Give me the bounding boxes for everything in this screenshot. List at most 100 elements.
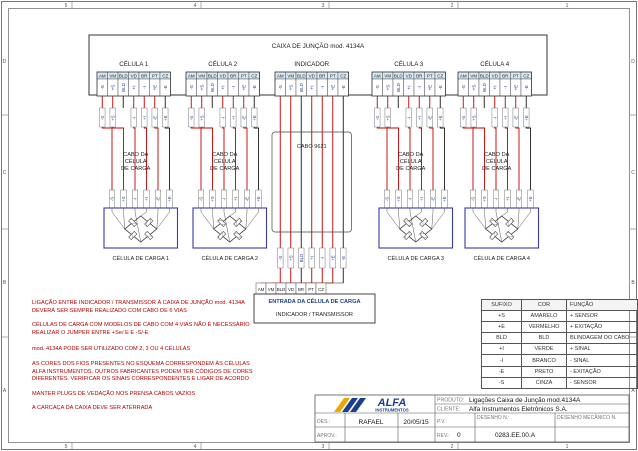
- col-label-top: 4: [194, 3, 197, 9]
- desenho-n-label: DESENHO N.:: [477, 415, 510, 421]
- terminal-signal-label: +I: [131, 86, 136, 90]
- terminal-code: CZ: [437, 73, 443, 78]
- wire-tag: [491, 107, 498, 128]
- bridge-lead: [415, 208, 422, 217]
- terminal-code: VD: [309, 73, 316, 78]
- terminal-signal-label: -E: [252, 85, 257, 90]
- row-label-right: D: [631, 59, 635, 65]
- bridge-lead: [212, 208, 214, 230]
- terminal-signal-label: +E: [427, 85, 432, 91]
- cable-label: CÉLULA: [214, 158, 236, 165]
- cable-sheath: [271, 131, 352, 233]
- terminal-signal-label: -S: [189, 85, 194, 90]
- cable-label: CÉLULA: [486, 158, 508, 165]
- col-label-bottom: 1: [566, 444, 569, 450]
- terminal-group-label: CÉLULA 1: [119, 61, 148, 68]
- wire-tag-label: -I: [406, 117, 411, 120]
- cable-label: DE CARGA: [121, 166, 150, 172]
- wire-tag: [198, 107, 205, 128]
- legend-suffix: +E: [481, 321, 522, 334]
- legend-function: - EXITAÇÃO: [566, 365, 638, 378]
- terminal-signal-label: BLD: [210, 82, 215, 92]
- legend-function: + SINAL: [566, 343, 638, 356]
- wire-tag: [426, 107, 433, 128]
- terminal-code: BLD: [297, 73, 307, 78]
- terminal-code: BLD: [119, 73, 129, 78]
- bridge-lead: [229, 208, 236, 217]
- rev-label: REV.:: [437, 433, 450, 439]
- wire-tag-label: -S: [189, 116, 194, 120]
- terminal-signal-label: -I: [231, 86, 236, 89]
- strain-gauge-resistor: [144, 231, 154, 240]
- bridge-lead: [223, 208, 230, 243]
- terminal-block-outline: [457, 71, 532, 97]
- cable-label: DE CARGA: [210, 166, 239, 172]
- bridge-lead: [495, 208, 502, 243]
- load-cell-label: CÉLULA DE CARGA 2: [201, 255, 258, 262]
- load-cells: [103, 207, 540, 249]
- terminal-code: BR: [416, 73, 423, 78]
- row-label-left: C: [3, 170, 7, 176]
- input-wire-label: BLD: [299, 254, 304, 262]
- cable-label: CABO DA: [398, 152, 423, 158]
- note-1: LIGAÇÃO ENTRE INDICADOR / TRANSMISSOR À …: [32, 300, 245, 314]
- bridge-lead: [431, 208, 434, 230]
- produto-label: PRODUTO:: [437, 398, 464, 404]
- wire-tag: [219, 107, 226, 128]
- des-label: DES.:: [317, 419, 330, 425]
- wire-tag-label: -S: [461, 116, 466, 120]
- legend-suffix: +I: [481, 343, 522, 356]
- legend-color: CINZA: [521, 376, 567, 389]
- cable-label: DE CARGA: [396, 166, 425, 172]
- note-4: AS CORES DOS FIOS PRESENTES NO ESQUEMA C…: [32, 360, 253, 383]
- title-block: ALFA INSTRUMENTOS PRODUTO: Ligações Caix…: [314, 394, 630, 443]
- wire-tag: [384, 107, 391, 128]
- input-box-subtitle: INDICADOR / TRANSMISSOR: [276, 312, 353, 318]
- pv-label: P.V.:: [437, 419, 447, 425]
- terminal-signal-label: -E: [341, 85, 346, 90]
- wire-tag-label: -E: [152, 116, 157, 120]
- date-value: 20/05/15: [403, 419, 429, 426]
- load-cell-label: CÉLULA DE CARGA 4: [473, 255, 530, 262]
- load-cell-label: CÉLULA DE CARGA 3: [387, 255, 444, 262]
- terminal-code: VD: [131, 73, 138, 78]
- legend-suffix: BLD: [481, 332, 522, 345]
- terminal-signal-label: -E: [438, 85, 443, 90]
- wire-tag-label: +S: [471, 115, 476, 121]
- strain-gauge-resistor: [128, 231, 138, 240]
- des-value: RAFAEL: [359, 419, 384, 426]
- terminal-code: BR: [319, 73, 326, 78]
- col-label-bottom: 5: [65, 444, 68, 450]
- terminal-signal-label: +I: [220, 86, 225, 90]
- cell-wire-tag-label: +I: [505, 197, 510, 201]
- wire-tag-label: +I: [503, 116, 508, 120]
- note-2: CÉLULAS DE CARGA COM MODELOS DE CABO COM…: [32, 322, 250, 336]
- aprov-label: APROV.:: [317, 433, 337, 439]
- col-label-top: 2: [451, 3, 454, 9]
- terminal-signal-label: +E: [152, 85, 157, 91]
- note-6: A CARCAÇA DA CAIXA DEVE SER ATERRADA: [32, 405, 153, 412]
- terminal-signal-label: -E: [163, 85, 168, 90]
- terminal-code: PT: [427, 73, 433, 78]
- wire-tag-label: +S: [110, 115, 115, 121]
- input-wire-label: +E: [330, 255, 335, 261]
- legend-color: VERDE: [521, 343, 567, 356]
- wire-tag-label: -I: [492, 117, 497, 120]
- terminal-code: BR: [230, 73, 237, 78]
- bridge-lead: [517, 208, 520, 230]
- wire-tag: [141, 107, 148, 128]
- cell-wire-tag-label: +S: [396, 196, 401, 202]
- load-cell-label: CÉLULA DE CARGA 1: [112, 255, 169, 262]
- wire-tag-label: +E: [252, 115, 257, 121]
- legend-function: + EXITAÇÃO: [566, 321, 638, 334]
- note-5: MANTER PLUGS DE VEDAÇÃO NOS PRENSA CABOS…: [32, 390, 196, 397]
- cell-wire-tag-label: -S: [471, 197, 476, 201]
- strain-gauge-resistor: [489, 218, 499, 227]
- terminal-code: BLD: [208, 73, 218, 78]
- notes-block: LIGAÇÃO ENTRE INDICADOR / TRANSMISSOR À …: [32, 300, 264, 420]
- cell-wire-tag-label: +I: [419, 197, 424, 201]
- cell-wire-tag-label: -E: [156, 197, 161, 201]
- input-terminal-code: CZ: [318, 287, 324, 292]
